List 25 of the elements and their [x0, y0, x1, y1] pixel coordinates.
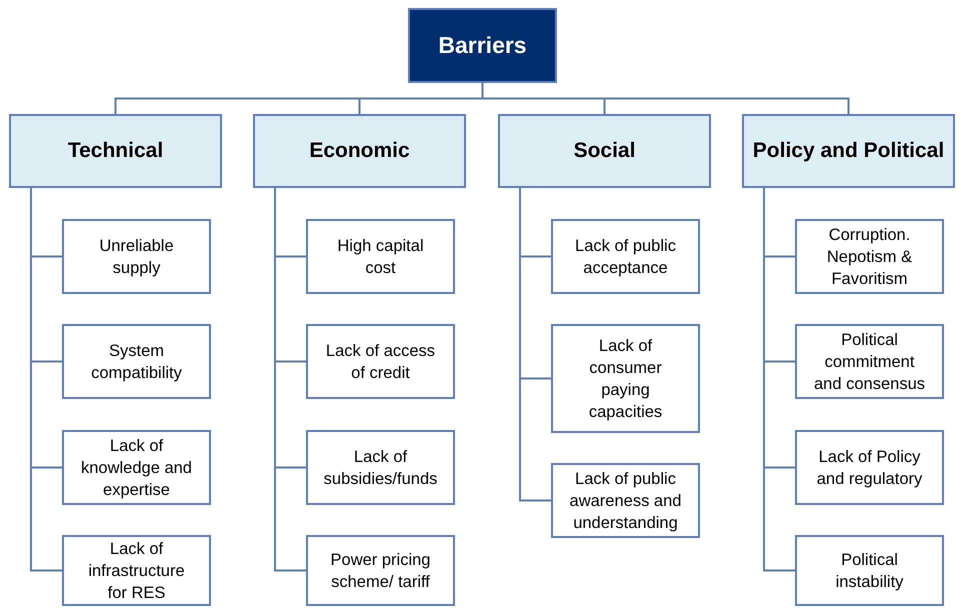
barrier-box: Corruption. Nepotism & Favoritism	[795, 219, 944, 294]
barrier-box: System compatibility	[62, 324, 211, 399]
connector-line	[274, 188, 306, 572]
barrier-box: Lack of consumer paying capacities	[551, 324, 700, 433]
connector-line	[519, 188, 551, 502]
root-box: Barriers	[408, 8, 557, 83]
barrier-box: Political commitment and consensus	[795, 324, 944, 399]
barrier-box: Political instability	[795, 535, 944, 606]
barrier-box: Power pricing scheme/ tariff	[306, 535, 455, 606]
category-box: Social	[498, 114, 711, 188]
barrier-box: High capital cost	[306, 219, 455, 294]
barrier-box: Lack of public awareness and understanding	[551, 463, 700, 538]
barrier-box: Unreliable supply	[62, 219, 211, 294]
barrier-box: Lack of Policy and regulatory	[795, 430, 944, 505]
barrier-box: Lack of access of credit	[306, 324, 455, 399]
category-box: Technical	[9, 114, 222, 188]
connector-line	[763, 188, 795, 572]
connector-line	[30, 188, 62, 572]
barrier-box: Lack of knowledge and expertise	[62, 430, 211, 505]
barrier-box: Lack of subsidies/funds	[306, 430, 455, 505]
barrier-box: Lack of public acceptance	[551, 219, 700, 294]
barrier-box: Lack of infrastructure for RES	[62, 535, 211, 606]
category-box: Policy and Political	[742, 114, 955, 188]
category-box: Economic	[253, 114, 466, 188]
connector-line	[482, 83, 850, 114]
